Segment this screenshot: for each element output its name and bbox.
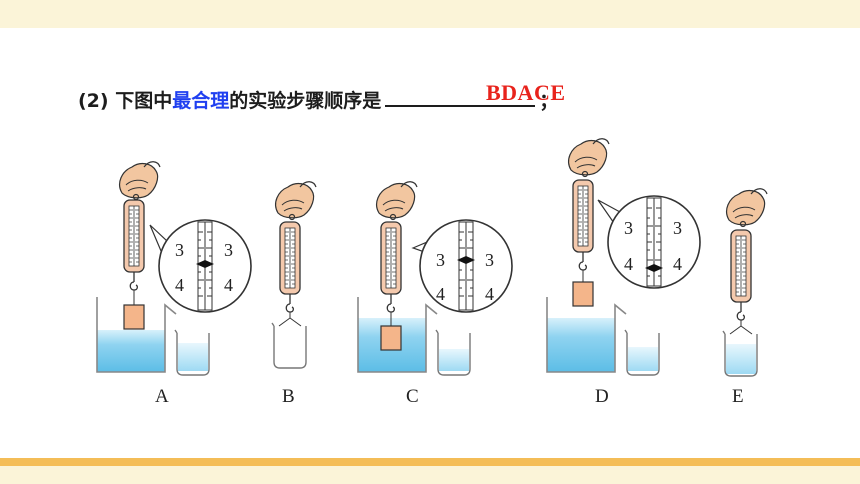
scale-reading-c-right-4: 4 <box>485 284 494 304</box>
step-c-illustration: 3 4 3 4 C <box>357 181 513 407</box>
question-suffix: 的实验步骤顺序是 <box>229 90 382 112</box>
step-d-illustration: 3 4 3 4 D <box>546 138 701 407</box>
header-band <box>0 0 860 28</box>
answer-text: BDACE <box>486 80 566 105</box>
figure-label-c: C <box>406 386 419 407</box>
scale-reading-d-right-4: 4 <box>673 254 682 274</box>
scale-reading-d-left-3: 3 <box>624 218 633 238</box>
question-text: (2) 下图中最合理的实验步骤顺序是 ； <box>78 86 558 113</box>
scale-reading-c-left-4: 4 <box>436 284 445 304</box>
question-prefix: (2) 下图中 <box>78 90 173 112</box>
step-a-illustration: 3 4 3 4 A <box>96 161 252 407</box>
figure-label-a: A <box>155 386 169 407</box>
scale-reading-c-right-3: 3 <box>485 250 494 270</box>
answer-blank <box>385 87 536 107</box>
question-end: ； <box>539 90 559 112</box>
step-b-illustration: B <box>271 181 317 407</box>
figure-label-d: D <box>595 386 609 407</box>
step-e-illustration: E <box>722 188 768 407</box>
scale-reading-d-right-3: 3 <box>673 218 682 238</box>
figure-label-b: B <box>282 386 295 407</box>
figure-label-e: E <box>732 386 744 407</box>
scale-reading-a-right-4: 4 <box>224 275 233 295</box>
scale-reading-d-left-4: 4 <box>624 254 633 274</box>
scale-reading-a-left-3: 3 <box>175 240 184 260</box>
question-emphasis: 最合理 <box>172 90 230 112</box>
scale-reading-c-left-3: 3 <box>436 250 445 270</box>
footer-accent-line <box>0 458 860 466</box>
scale-reading-a-left-4: 4 <box>175 275 184 295</box>
scale-reading-a-right-3: 3 <box>224 240 233 260</box>
